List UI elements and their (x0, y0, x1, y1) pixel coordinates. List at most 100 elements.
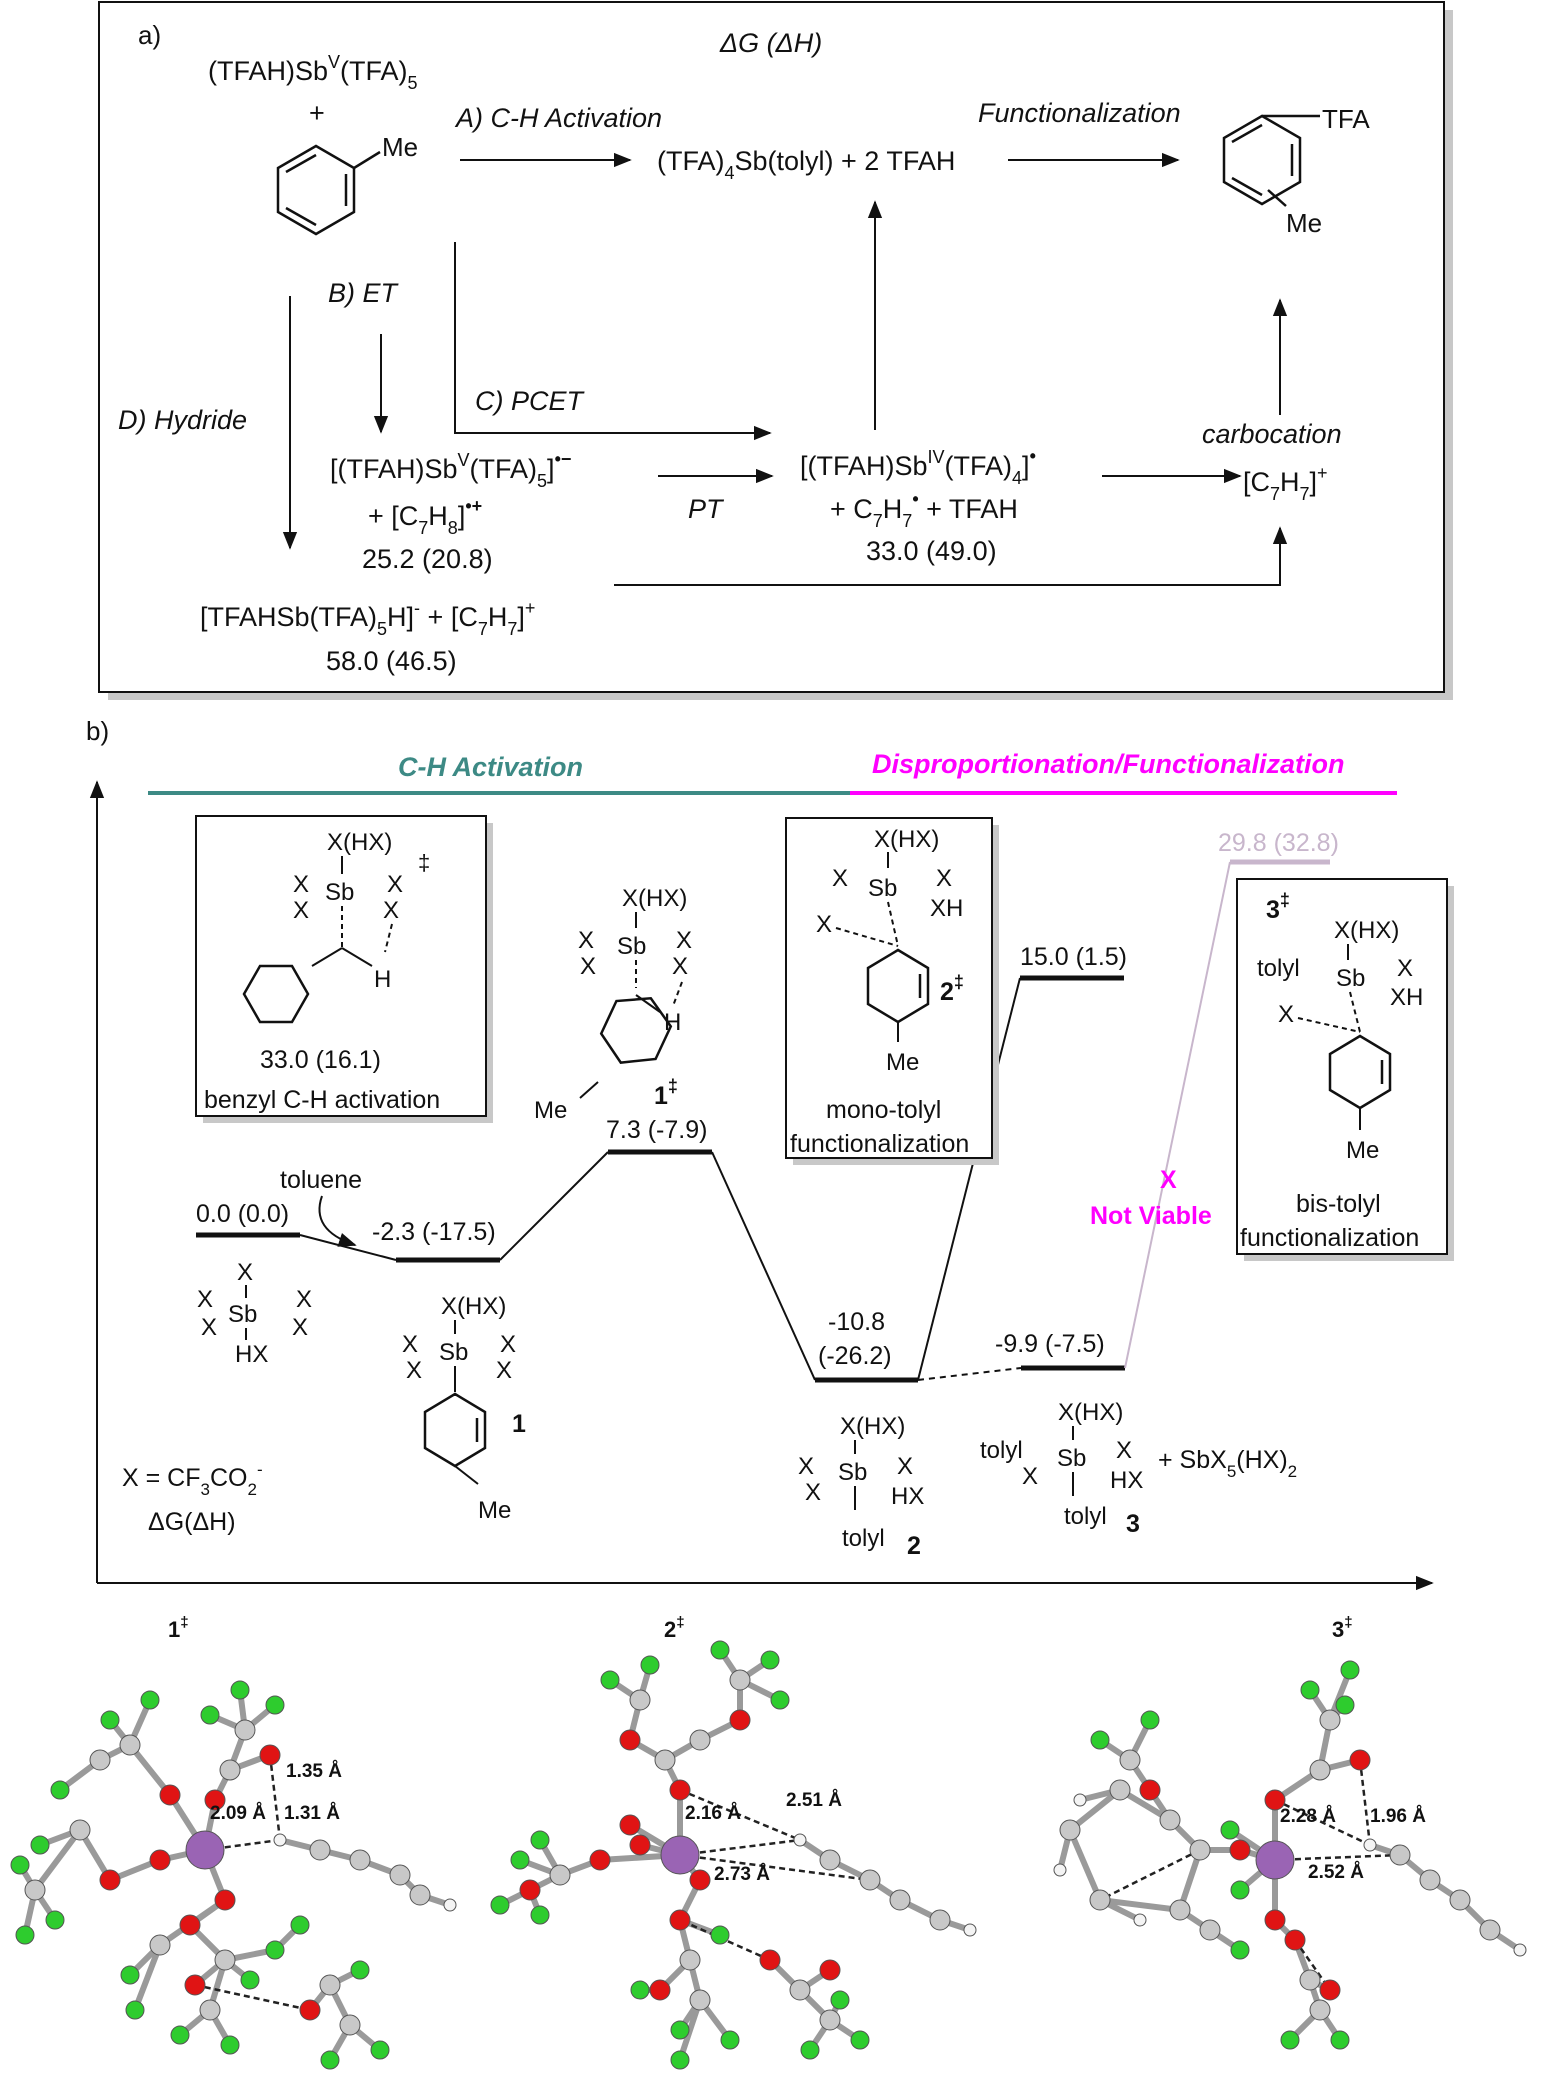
c-atom (1309, 1999, 1331, 2021)
o-atom (204, 1789, 226, 1811)
c-atom (1389, 1844, 1411, 1866)
f-atom (45, 1910, 65, 1930)
benzyl-dagger: ‡ (418, 850, 430, 875)
f-atom (1140, 1710, 1160, 1730)
c1-x2: X (406, 1357, 422, 1384)
interaction-line (1274, 1853, 1401, 1862)
benzyl-sb: Sb (325, 879, 354, 906)
bond (1068, 1787, 1122, 1833)
interaction-line (679, 1788, 801, 1842)
ts3-distance-3: 2.52 Å (1308, 1862, 1364, 1883)
o-atom (1139, 1779, 1161, 1801)
c-atom (1299, 1969, 1321, 1991)
activation-product: (TFA)4Sb(tolyl) + 2 TFAH (657, 146, 955, 183)
ts1-3d-label: 1‡ (168, 1614, 189, 1642)
f-atom (15, 1925, 35, 1945)
phase-label-ch-activation: C-H Activation (398, 752, 583, 782)
c-atom (1169, 1899, 1191, 1921)
c3-sb: Sb (1057, 1445, 1086, 1472)
start-x2: X (201, 1314, 217, 1341)
bis-caption-1: bis-tolyl (1296, 1190, 1381, 1218)
c-atom (24, 1879, 46, 1901)
f-atom (120, 1965, 140, 1985)
c-atom (69, 1819, 91, 1841)
start-sb: Sb (228, 1301, 257, 1328)
c2-x1: X (798, 1453, 814, 1480)
c-atom (309, 1839, 331, 1861)
f-atom (265, 1940, 285, 1960)
c-atom (1309, 1759, 1331, 1781)
mono-xh: XH (930, 895, 963, 922)
mono-caption-2: functionalization (790, 1130, 969, 1158)
f-atom (290, 1915, 310, 1935)
f-atom (720, 2030, 740, 2050)
energy-header: ΔG (ΔH) (719, 28, 822, 58)
h-atom (443, 1898, 457, 1912)
mono-x1: X (832, 865, 848, 892)
ts3-distance-1: 2.28 Å (1280, 1806, 1336, 1827)
legend-dg-dh: ΔG(ΔH) (148, 1508, 236, 1536)
ts2-3d-label: 2‡ (664, 1614, 685, 1642)
bis-x1: X (1397, 955, 1413, 982)
level-label-int2-b: (-26.2) (818, 1342, 892, 1370)
o-atom (1264, 1909, 1286, 1931)
plus-sign: + (309, 98, 325, 128)
h-atom (1073, 1793, 1087, 1807)
c-atom (1419, 1869, 1441, 1891)
not-viable-connector (1124, 861, 1231, 1369)
f-atom (670, 2020, 690, 2040)
c-atom (389, 1864, 411, 1886)
o-atom (184, 1974, 206, 1996)
level-label-ts2: 15.0 (1.5) (1020, 943, 1127, 971)
mono-me: Me (886, 1049, 919, 1076)
interaction-line (1274, 1798, 1371, 1847)
o-atom (619, 1814, 641, 1836)
f-atom (530, 1905, 550, 1925)
c-atom (1479, 1919, 1501, 1941)
o-atom (214, 1889, 236, 1911)
ts1-distance-3: 1.31 Å (284, 1803, 340, 1824)
interaction-line (268, 1754, 282, 1841)
c3-x2: X (1116, 1437, 1132, 1464)
box-bis-tolyl: 3‡ X(HX) Sb tolyl X XH X Me bis-tolyl fu… (1236, 878, 1454, 1261)
hydride-energy: 58.0 (46.5) (326, 646, 457, 676)
c2-hx: HX (891, 1483, 924, 1510)
h-atom (1053, 1863, 1067, 1877)
c-atom (119, 1734, 141, 1756)
f-atom (50, 1780, 70, 1800)
h-atom (273, 1833, 287, 1847)
f-atom (760, 1650, 780, 1670)
f-atom (320, 2050, 340, 2070)
energy-levels (196, 975, 1125, 1383)
o-atom (149, 1849, 171, 1871)
panel-a-frame (98, 1, 1445, 693)
o-atom (99, 1869, 121, 1891)
path-c-arrow (454, 242, 772, 441)
f-atom (1220, 1820, 1240, 1840)
pcet-sb-species: [(TFAH)SbIV(TFA)4]• (800, 446, 1036, 488)
f-atom (265, 1695, 285, 1715)
f-atom (170, 2025, 190, 2045)
c-atom (1109, 1779, 1131, 1801)
c2-tolyl: tolyl (842, 1525, 885, 1552)
benzyl-caption: benzyl C-H activation (204, 1086, 440, 1114)
f-atom (770, 1690, 790, 1710)
sb-atom (660, 1835, 700, 1875)
hydride-to-carbocation-arrow (614, 526, 1288, 586)
c1-sb: Sb (439, 1339, 468, 1366)
toluene-arrow (318, 1195, 357, 1247)
bond (1099, 1897, 1181, 1913)
interaction-line (1358, 1759, 1372, 1846)
c2-x2: X (805, 1479, 821, 1506)
c-atom (629, 1689, 651, 1711)
c3-tolyl-2: tolyl (1064, 1503, 1107, 1530)
phase-label-disproportionation: Disproportionation/Functionalization (872, 749, 1344, 779)
o-atom (689, 1869, 711, 1891)
box-benzyl-activation: X(HX) Sb X X X X ‡ H 33.0 (16.1) benzyl … (195, 815, 493, 1123)
ts2-distance-2: 2.51 Å (786, 1790, 842, 1811)
f-atom (1090, 1730, 1110, 1750)
o-atom (299, 1999, 321, 2021)
product-tfa: TFA (1322, 104, 1370, 134)
f-atom (1230, 1940, 1250, 1960)
toluene-structure (276, 144, 381, 236)
